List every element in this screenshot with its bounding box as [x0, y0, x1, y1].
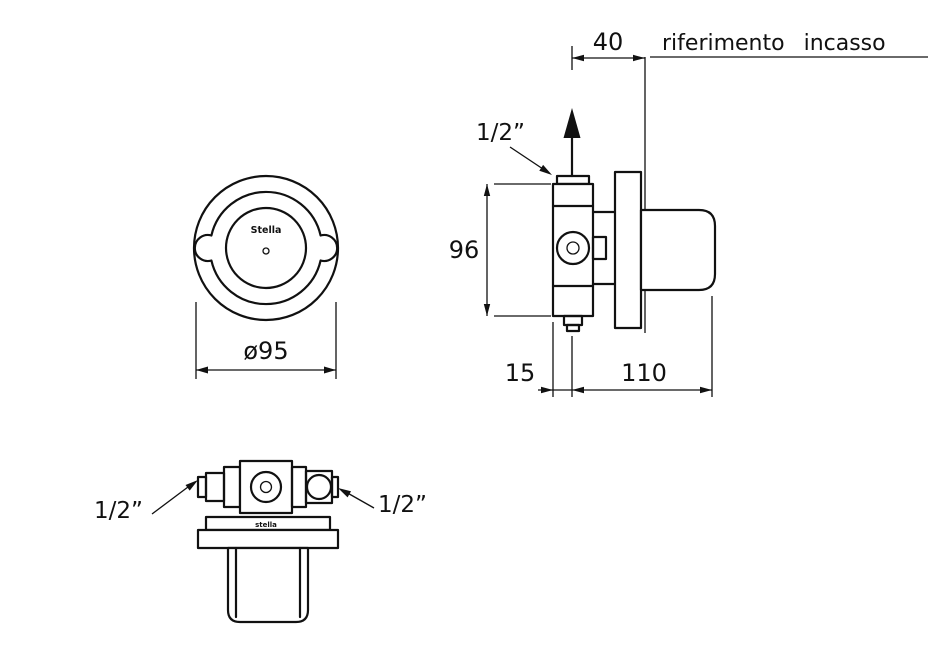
dimension-height-96: 96 [449, 183, 551, 317]
stem-block [591, 235, 608, 261]
knob-top-outline [226, 546, 310, 624]
cartridge-circle [555, 230, 591, 266]
depth-inner-value: 15 [505, 359, 536, 387]
right-fitting-end [330, 475, 340, 499]
leader-line [509, 146, 547, 172]
recess-reference-label: riferimento incasso [662, 31, 886, 56]
arrowhead-icon [541, 386, 553, 394]
body-top-circle [249, 470, 283, 504]
arrowhead-icon [483, 184, 491, 196]
flow-direction-arrow [563, 108, 581, 178]
right-fitting-circle [305, 473, 333, 501]
knob-section [639, 208, 717, 292]
handle-screw-dot [262, 247, 270, 255]
brand-label-front: Stella [251, 225, 282, 236]
valve-cartridge-body [551, 182, 595, 318]
thread-callout-left: 1/2” [94, 480, 198, 524]
thread-label: 1/2” [476, 120, 525, 146]
body-top-inner-circle [259, 480, 273, 494]
valve-body-top [238, 459, 294, 515]
bottom-view: stella 1/2” 1/2” [94, 459, 427, 624]
left-fitting-end [196, 475, 208, 499]
offset-value: 40 [593, 28, 624, 56]
wall-plate-section [613, 170, 643, 330]
right-fitting-nut [290, 465, 308, 509]
arrowhead-icon [196, 366, 208, 374]
arrowhead-icon [572, 386, 584, 394]
arrowhead-icon [572, 54, 584, 62]
dimension-depths: 15 110 [505, 296, 713, 397]
dimension-offset-40: 40 [571, 28, 645, 70]
leader-line [151, 483, 193, 515]
wall-plate-top [196, 528, 340, 550]
side-view: riferimento incasso 40 [449, 28, 928, 397]
thread-label: 1/2” [94, 498, 143, 524]
bottom-plug-tip [565, 323, 581, 333]
thread-callout-top: 1/2” [476, 120, 552, 175]
bottom-plug [562, 314, 584, 327]
thread-label: 1/2” [378, 492, 427, 518]
thread-callout-right: 1/2” [338, 488, 427, 518]
arrowhead-icon [539, 164, 552, 175]
left-fitting-thread [204, 471, 226, 503]
arrowhead-icon [700, 386, 712, 394]
cartridge-inner-circle [566, 241, 580, 255]
arrowhead-icon [483, 304, 491, 316]
handle-inner-circle [224, 206, 308, 290]
arrowhead-icon [633, 54, 645, 62]
height-value: 96 [449, 236, 480, 264]
depth-outer-value: 110 [621, 359, 667, 387]
left-fitting-nut [222, 465, 242, 509]
diameter-value: ø95 [243, 337, 288, 365]
brand-label-plate: stella [255, 521, 277, 529]
front-view: Stella ø95 [192, 174, 340, 379]
valve-body-section [551, 170, 717, 333]
arrowhead-icon [338, 488, 351, 498]
arrowhead-icon [185, 480, 198, 491]
dimension-diameter-95: ø95 [195, 302, 337, 379]
arrowhead-icon [324, 366, 336, 374]
handle-plate-outline [193, 190, 339, 306]
top-connection-port [555, 174, 591, 186]
up-arrow-icon [563, 108, 581, 138]
